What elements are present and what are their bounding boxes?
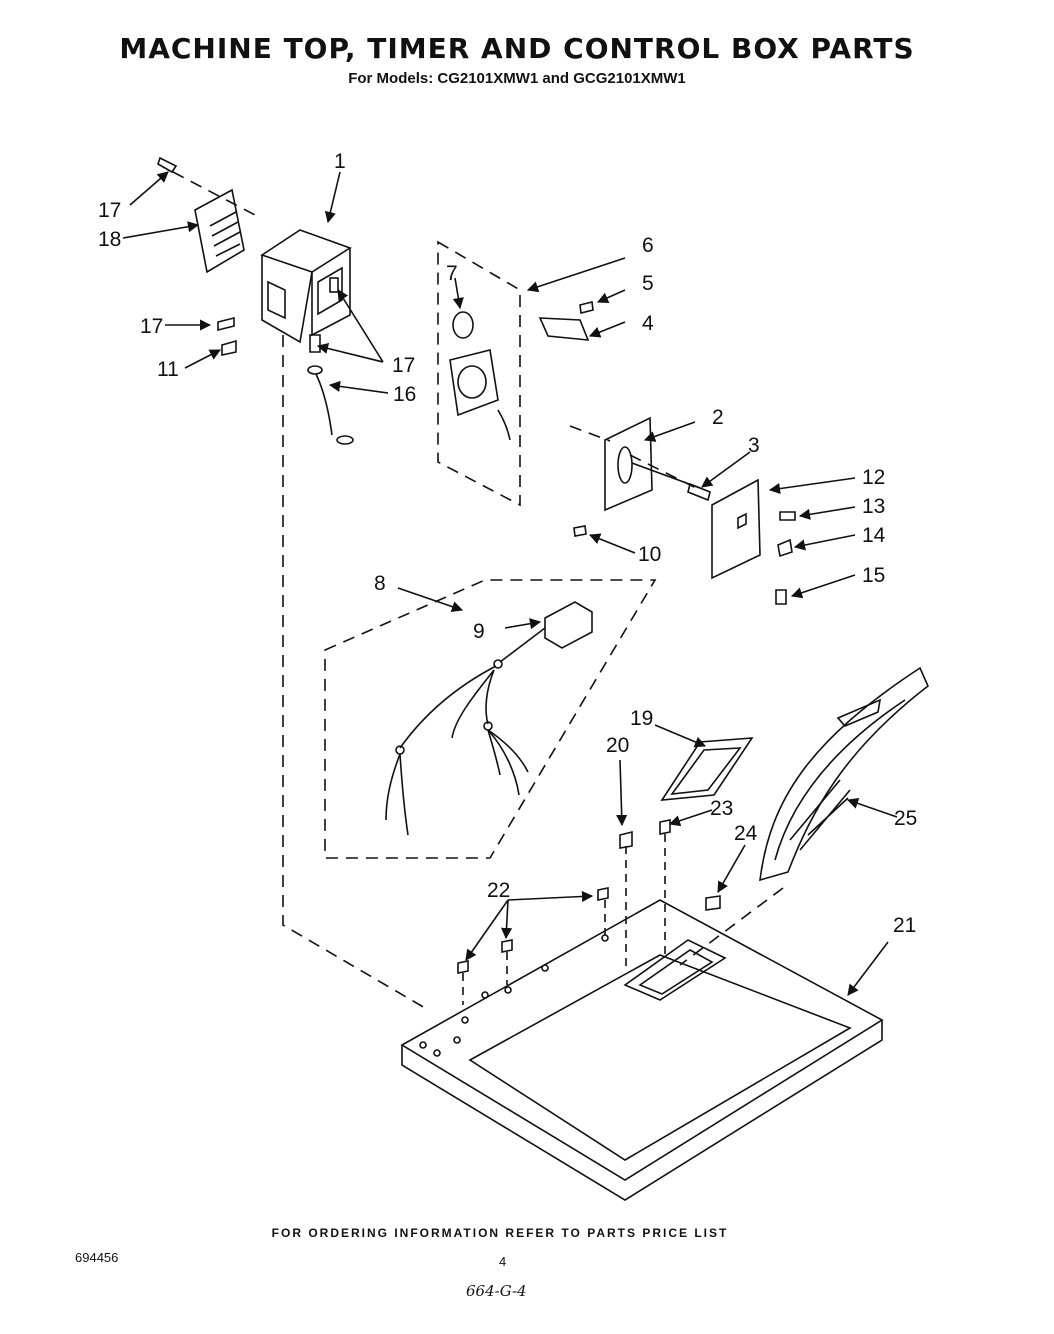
callout-25: 25 (894, 807, 917, 830)
callout-16: 16 (393, 383, 416, 406)
callout-20: 20 (606, 734, 629, 757)
timer-assembly (449, 301, 594, 441)
callout-14: 14 (862, 524, 886, 547)
callout-labels: 1 2 3 4 5 6 7 8 9 10 11 12 13 14 15 16 1… (98, 150, 917, 937)
callout-24: 24 (734, 822, 758, 845)
fasteners (457, 819, 721, 1005)
callout-3: 3 (748, 434, 760, 457)
ordering-info-note: FOR ORDERING INFORMATION REFER TO PARTS … (271, 1226, 729, 1240)
callout-8: 8 (374, 572, 386, 595)
callout-23: 23 (710, 797, 733, 820)
wiring-harness (385, 601, 593, 836)
callout-21: 21 (893, 914, 916, 937)
callout-17-box: 17 (392, 354, 415, 377)
handwritten-reference: 664-G-4 (466, 1282, 527, 1300)
callout-5: 5 (642, 272, 654, 295)
callout-6: 6 (642, 234, 654, 257)
callout-18: 18 (98, 228, 121, 251)
page-number: 4 (499, 1254, 507, 1269)
top-cover (759, 666, 929, 882)
escutcheon (660, 737, 754, 801)
callout-7: 7 (446, 262, 458, 285)
callout-2: 2 (712, 406, 724, 429)
callout-11: 11 (157, 358, 179, 381)
vented-cover-plate (194, 188, 245, 274)
control-box-housing (260, 229, 352, 344)
ground-wire (307, 365, 354, 445)
callout-10: 10 (638, 543, 661, 566)
callout-17-top: 17 (98, 199, 121, 222)
switch-mounting-plate (573, 416, 796, 605)
page-title: MACHINE TOP, TIMER AND CONTROL BOX PARTS (119, 32, 915, 65)
callout-15: 15 (862, 564, 885, 587)
callout-17-left: 17 (140, 315, 163, 338)
callout-1: 1 (334, 150, 346, 173)
callout-9: 9 (473, 620, 485, 643)
leader-lines (122, 171, 898, 996)
assembly-guide-lines (172, 171, 784, 1009)
models-subtitle: For Models: CG2101XMW1 and GCG2101XMW1 (348, 70, 686, 87)
callout-13: 13 (862, 495, 885, 518)
callout-4: 4 (642, 312, 654, 335)
screws (157, 156, 321, 356)
callout-12: 12 (862, 466, 885, 489)
callout-22: 22 (487, 879, 510, 902)
machine-top (400, 899, 884, 1201)
callout-19: 19 (630, 707, 653, 730)
document-number: 694456 (75, 1250, 119, 1265)
